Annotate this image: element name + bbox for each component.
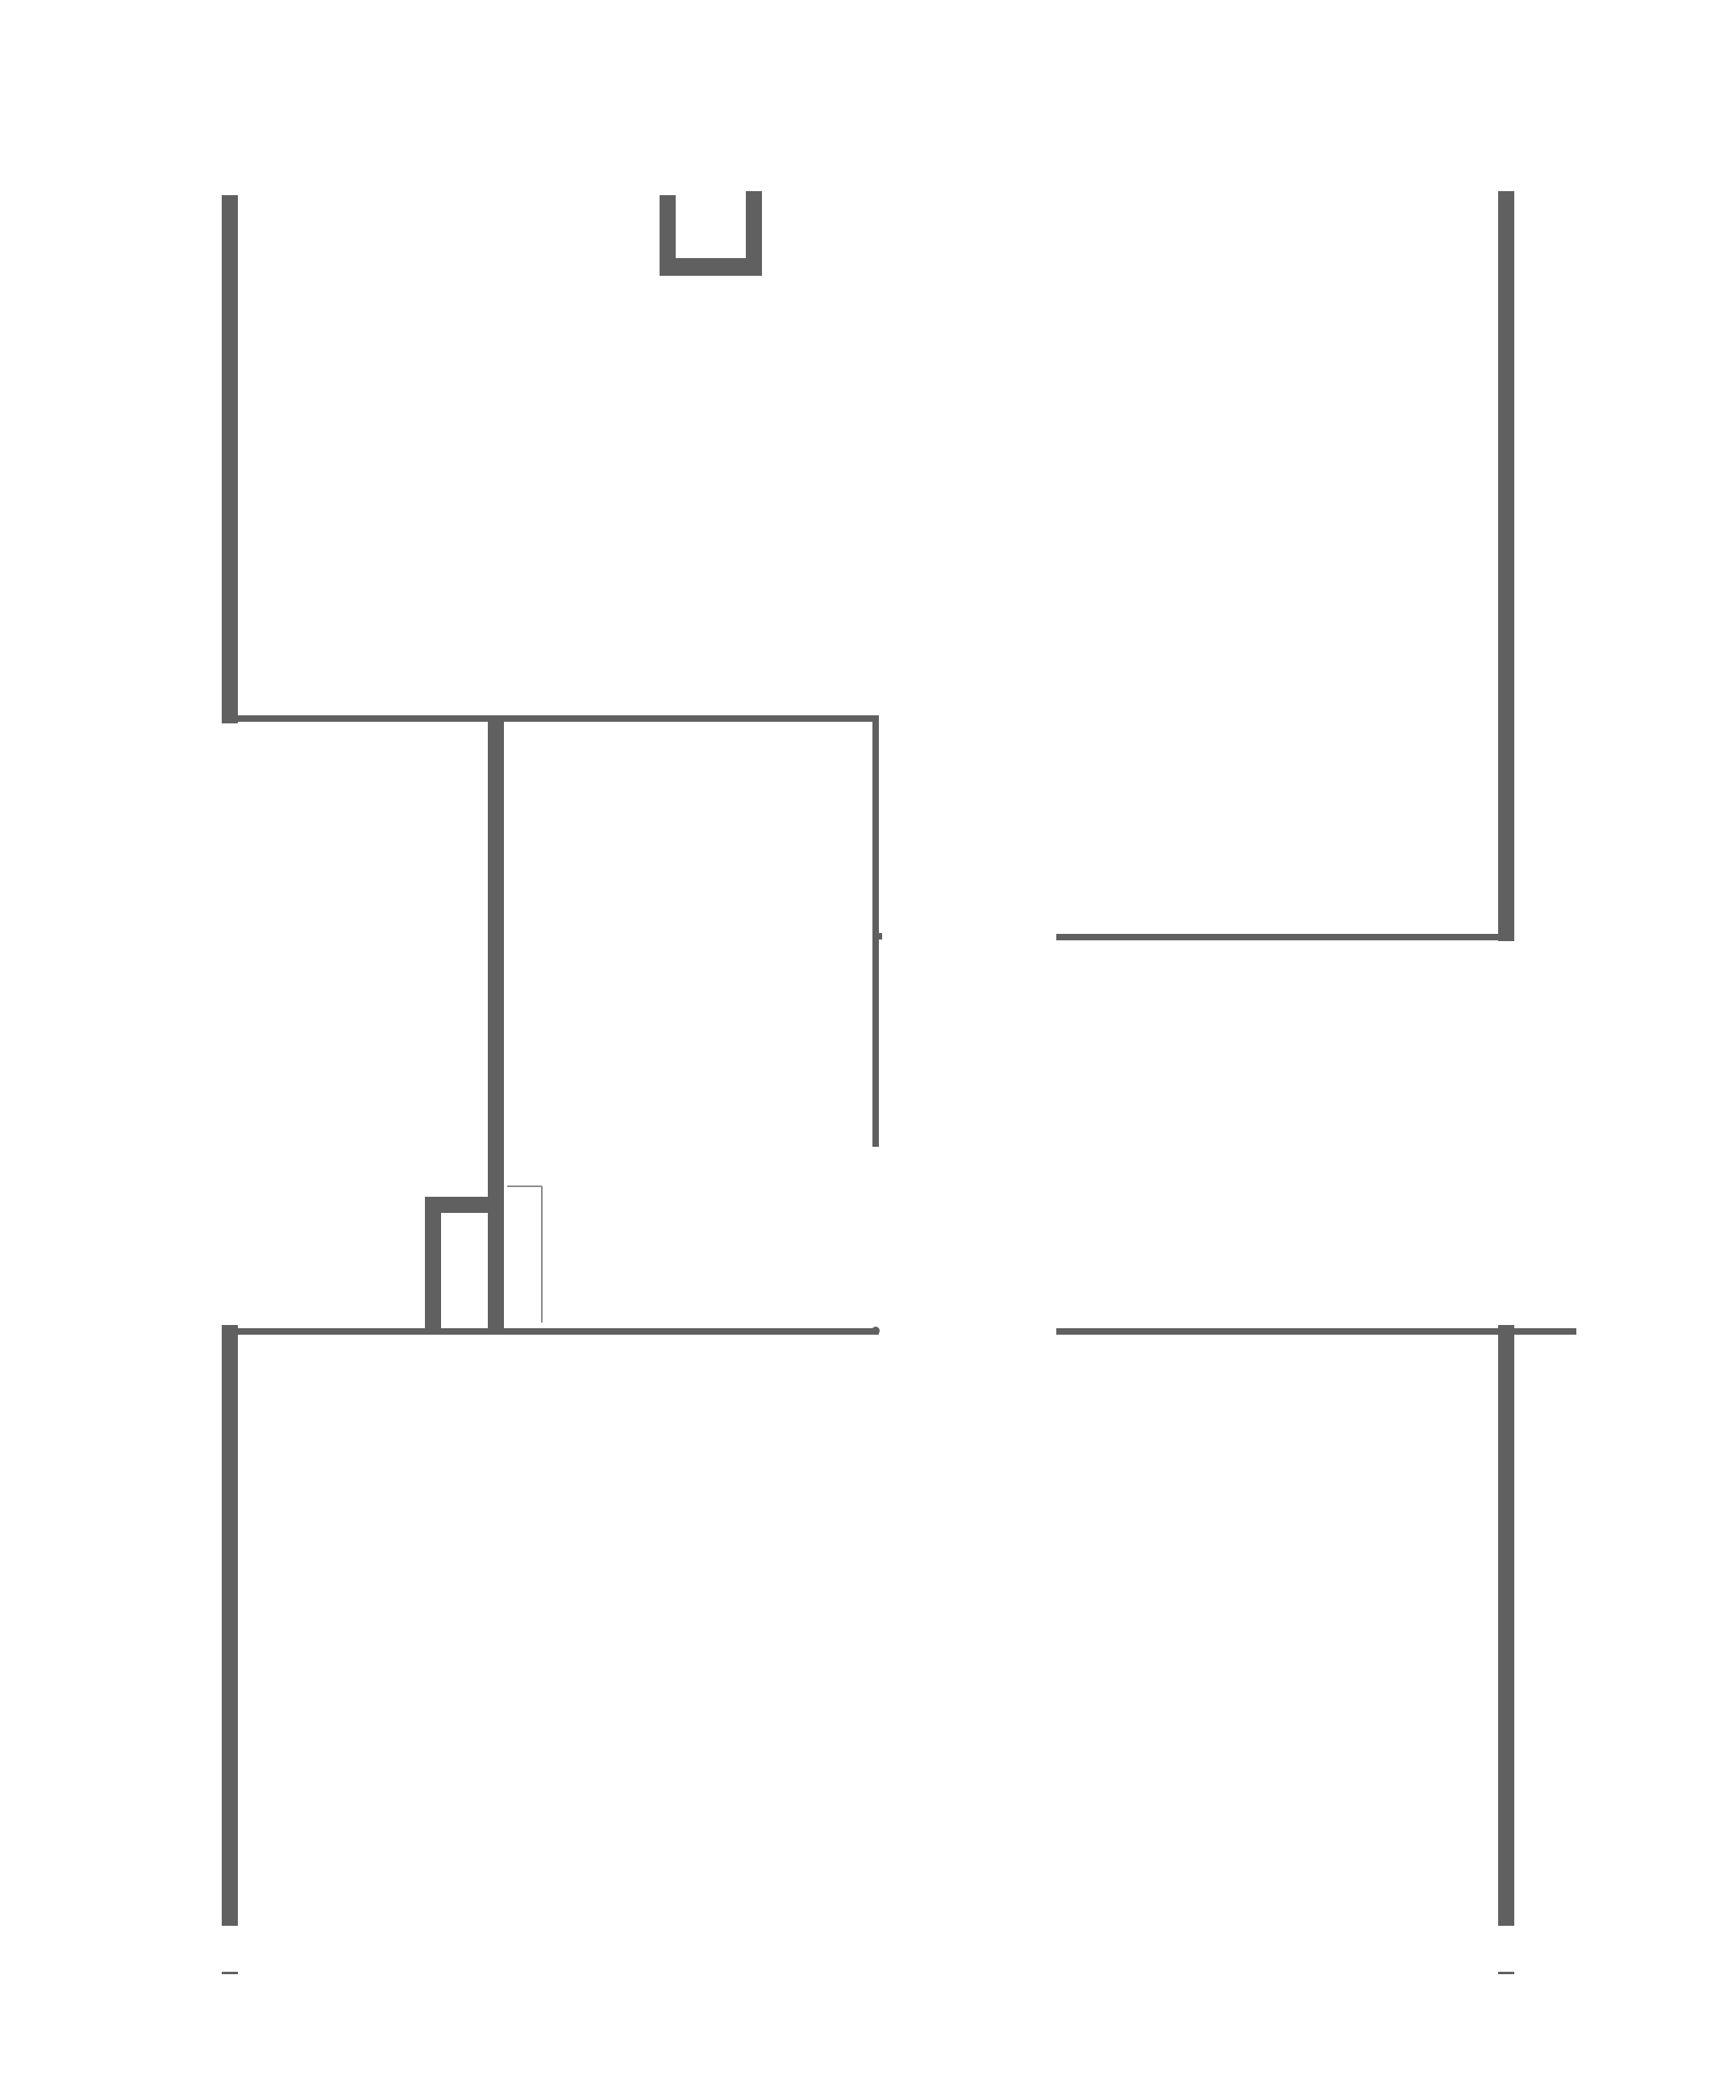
upper-horizontal-partition (238, 715, 879, 722)
top-center-u-fixture (660, 191, 762, 276)
inner-partition-stub (877, 933, 882, 940)
door-swing-outline (507, 1185, 543, 1323)
right-bottom-marker (1498, 1972, 1514, 1974)
small-closet-frame (425, 1197, 489, 1332)
lower-left-horizontal-partition (238, 1328, 879, 1335)
left-upper-exterior-wall (222, 195, 238, 723)
lower-partition-end-cap (872, 1327, 880, 1335)
right-mid-horizontal-wall (1056, 934, 1500, 940)
left-bottom-marker (222, 1972, 238, 1974)
lower-right-horizontal-partition (1056, 1328, 1576, 1335)
left-lower-exterior-wall (222, 1325, 238, 1926)
right-lower-exterior-wall (1498, 1325, 1514, 1926)
inner-vertical-partition (872, 715, 879, 1147)
central-vertical-partition (488, 720, 504, 1333)
right-upper-exterior-wall (1498, 191, 1514, 941)
